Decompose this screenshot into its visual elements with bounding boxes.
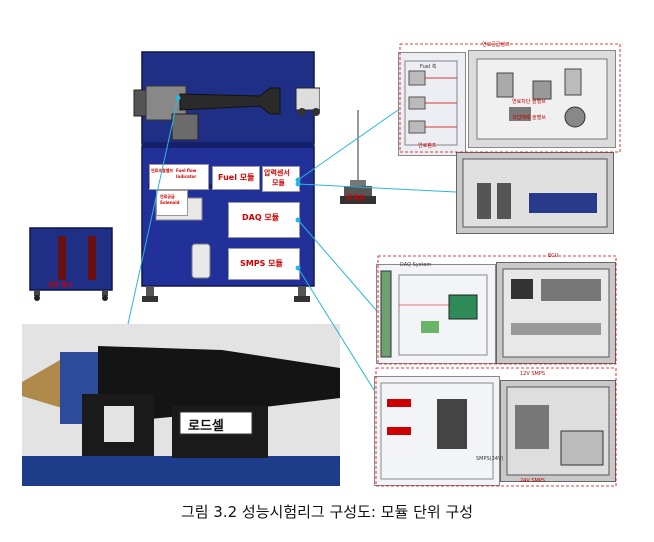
figure-caption: 그림 3.2 성능시험리그 구성도: 모듈 단위 구성 <box>0 501 654 522</box>
